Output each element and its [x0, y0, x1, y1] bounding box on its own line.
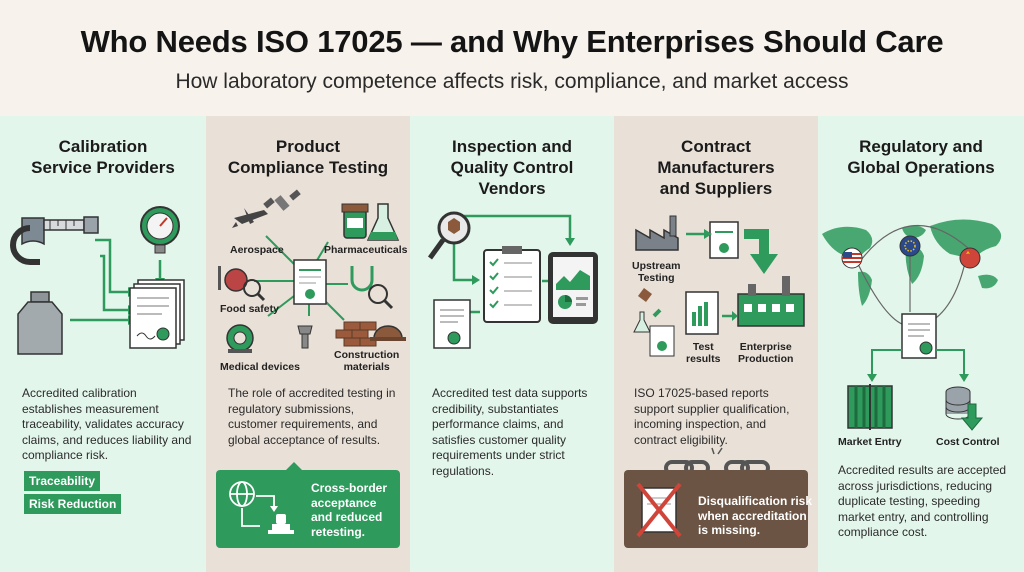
- manufacturing-illustration: [633, 215, 805, 357]
- certificate-icon: [293, 259, 327, 305]
- calibration-illustration: [10, 206, 185, 355]
- eu-flag-icon: [899, 235, 921, 257]
- report-icon: [649, 291, 719, 357]
- airplane-icon: [232, 208, 268, 228]
- usa-flag-icon: [841, 247, 863, 269]
- tablet-chart-icon: [548, 252, 598, 324]
- label-market-entry: Market Entry: [838, 436, 902, 448]
- callout-disqualification: Disqualification risk when accreditation…: [624, 470, 812, 548]
- pill-bottle-icon: [341, 203, 369, 239]
- dental-implant-icon: [297, 325, 313, 349]
- pressure-gauge-icon: [140, 206, 180, 254]
- column-description: Accredited test data supports credibilit…: [432, 386, 588, 478]
- hard-hat-icon: [370, 325, 406, 341]
- mri-scanner-icon: [226, 324, 254, 353]
- regulatory-illustration: [822, 219, 1002, 431]
- coin-stack-icon: [945, 386, 984, 431]
- column-contract-manufacturers: Contract Manufacturers and Suppliers: [614, 116, 818, 572]
- page-title: Who Needs ISO 17025 — and Why Enterprise…: [80, 24, 944, 59]
- inspection-illustration: [427, 211, 598, 349]
- column-description: The role of accredited testing in regula…: [228, 386, 396, 447]
- column-product-compliance: Product Compliance Testing: [206, 116, 410, 572]
- label-medical-devices: Medical devices: [220, 361, 300, 373]
- column-description: Accredited results are accepted across j…: [838, 463, 1007, 539]
- certificate-icon: [709, 221, 739, 259]
- column-regulatory-global: Regulatory and Global Operations: [818, 116, 1024, 572]
- callout-text: Disqualification risk when accreditation…: [698, 494, 813, 537]
- flow-arrows: [70, 238, 162, 322]
- flask-icon: [366, 203, 400, 241]
- label-aerospace: Aerospace: [230, 244, 284, 256]
- tag-traceability: Traceability: [24, 471, 101, 491]
- page-header: Who Needs ISO 17025 — and Why Enterprise…: [0, 0, 1024, 116]
- certificate-icon: [901, 313, 937, 359]
- factory-icon: [737, 276, 805, 327]
- label-cost-control: Cost Control: [936, 436, 1000, 448]
- stethoscope-icon: [350, 266, 394, 310]
- label-upstream-testing: Upstream Testing: [632, 260, 681, 284]
- clipboard-checklist-icon: [483, 246, 541, 323]
- certificate-icon: [129, 279, 185, 349]
- label-test-results: Test results: [686, 341, 721, 365]
- label-food-safety: Food safety: [220, 303, 279, 315]
- tag-risk-reduction: Risk Reduction: [24, 494, 122, 514]
- label-construction-materials: Construction materials: [334, 349, 400, 373]
- column-description: ISO 17025-based reports support supplier…: [634, 386, 790, 447]
- column-calibration-providers: Calibration Service Providers: [0, 116, 206, 572]
- rejected-certificate-icon: [636, 482, 682, 538]
- callout-icons: [229, 462, 302, 534]
- column-inspection-vendors: Inspection and Quality Control Vendors: [410, 116, 614, 572]
- connector-lines: [254, 235, 348, 321]
- china-flag-icon: [959, 247, 981, 269]
- column-heading: Inspection and Quality Control Vendors: [450, 137, 574, 198]
- compliance-illustration: [218, 189, 406, 353]
- magnifier-icon: [427, 211, 471, 260]
- page-subtitle: How laboratory competence affects risk, …: [175, 70, 849, 93]
- globe-icon: [229, 481, 255, 507]
- bricks-icon: [335, 321, 377, 347]
- satellite-icon: [263, 189, 301, 211]
- micrometer-icon: [10, 216, 99, 265]
- calibration-weight-icon: [17, 291, 63, 355]
- label-enterprise-production: Enterprise Production: [738, 341, 794, 365]
- column-heading: Contract Manufacturers and Suppliers: [657, 137, 775, 198]
- callout-cross-border: Cross-border acceptance and reduced rete…: [216, 462, 400, 548]
- factory-icon: [635, 215, 679, 251]
- stamp-icon: [268, 514, 294, 534]
- column-heading: Regulatory and Global Operations: [847, 137, 995, 177]
- column-heading: Product Compliance Testing: [227, 137, 389, 177]
- certificate-icon: [433, 299, 471, 349]
- gate-icon: [847, 384, 893, 430]
- apple-icon: [218, 266, 266, 302]
- label-pharmaceuticals: Pharmaceuticals: [324, 244, 408, 256]
- callout-text: Cross-border acceptance and reduced rete…: [311, 481, 388, 539]
- column-heading: Calibration Service Providers: [31, 137, 175, 177]
- column-description: Accredited calibration establishes measu…: [22, 386, 192, 462]
